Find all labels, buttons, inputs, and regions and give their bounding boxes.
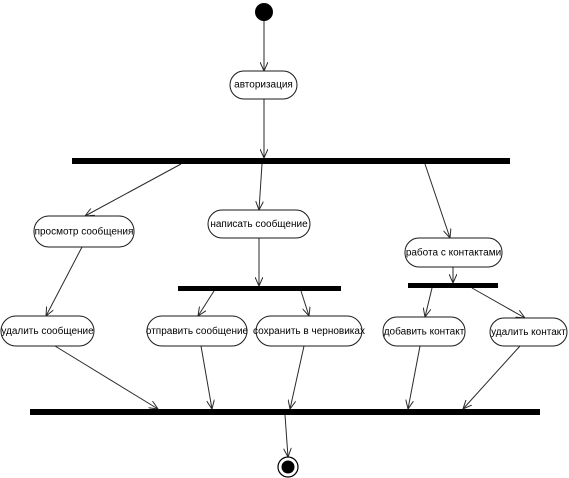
action-view-message-label: просмотр сообщения — [35, 226, 134, 238]
action-send-message: отправить сообщение — [146, 315, 249, 347]
edge-fork-to-contacts — [424, 163, 450, 238]
action-authorization-label: авторизация — [234, 80, 293, 91]
edge-add-contact-to-join — [408, 345, 421, 409]
action-view-message: просмотр сообщения — [33, 215, 135, 248]
edge-save-to-join — [290, 345, 305, 409]
action-save-drafts-label: сохранить в черновиках — [253, 326, 365, 337]
join-bar — [30, 409, 540, 415]
action-write-message-label: написать сообщение — [210, 218, 308, 230]
edge-view-to-delete-message — [46, 246, 83, 316]
action-write-message: написать сообщение — [207, 209, 311, 239]
action-contacts: работа с контактами — [404, 237, 503, 268]
edge-fork2-to-send — [198, 290, 215, 316]
edge-fork-to-write-message — [259, 163, 262, 210]
action-delete-contact: удалить контакт — [489, 317, 568, 347]
action-delete-contact-label: удалить контакт — [491, 327, 566, 338]
action-save-drafts: сохранить в черновиках — [253, 315, 365, 347]
edge-delete-message-to-join — [54, 345, 158, 409]
initial-node — [255, 3, 273, 21]
edge-fork2-to-save — [300, 290, 309, 316]
fork-bar-contacts — [408, 283, 498, 288]
edge-fork3-to-add-contact — [425, 287, 433, 317]
action-delete-message-label: удалить сообщение — [1, 325, 94, 337]
action-add-contact: добавить контакт — [382, 316, 466, 347]
fork-bar-write — [178, 286, 341, 291]
final-node — [277, 456, 299, 478]
edge-delete-contact-to-join — [463, 345, 521, 409]
edges — [46, 21, 525, 457]
action-send-message-label: отправить сообщение — [146, 325, 249, 337]
edge-join-to-final — [285, 414, 288, 457]
fork-bar-main — [72, 158, 510, 164]
action-delete-message: удалить сообщение — [0, 315, 95, 347]
edge-fork3-to-delete-contact — [471, 287, 525, 318]
action-authorization: авторизация — [229, 70, 298, 100]
action-contacts-label: работа с контактами — [406, 247, 501, 259]
edge-fork-to-view-message — [85, 163, 182, 216]
edge-send-to-join — [200, 345, 212, 409]
action-add-contact-label: добавить контакт — [384, 326, 465, 338]
